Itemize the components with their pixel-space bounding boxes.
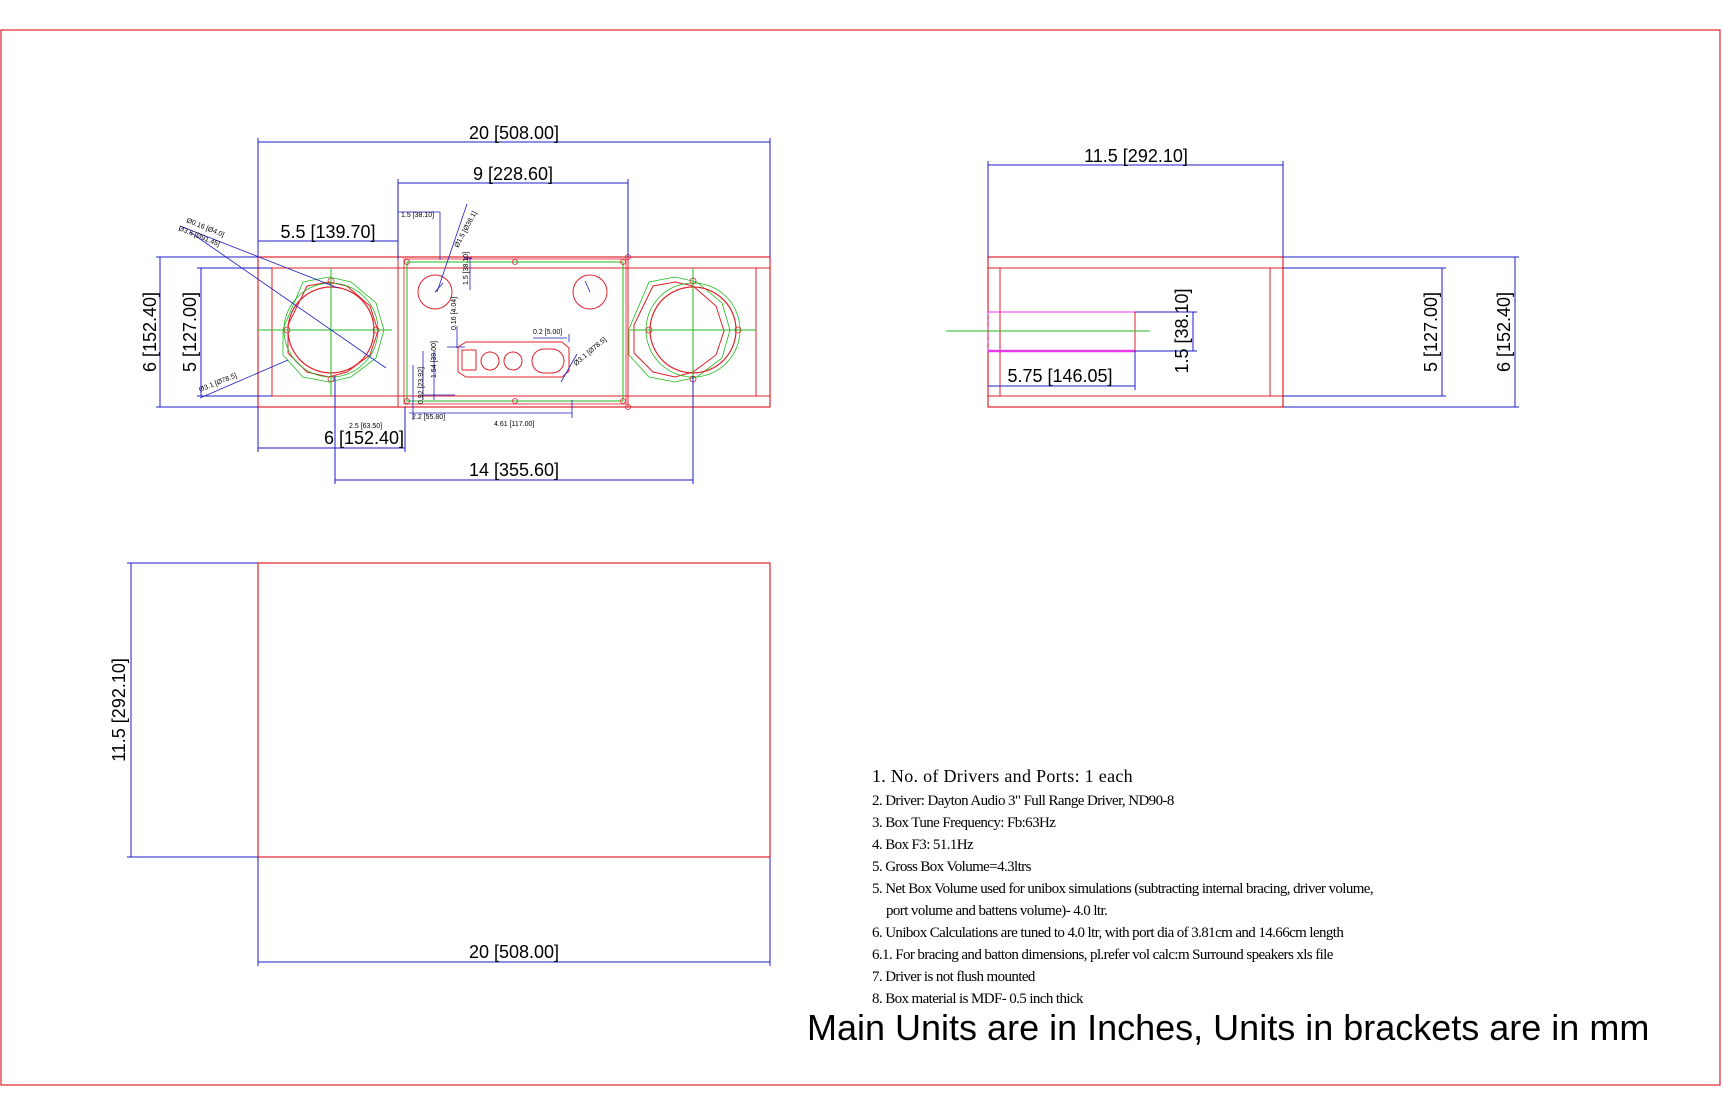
dim-front-9: 9 [228.60]: [473, 164, 553, 184]
terminal-plate: [457, 341, 570, 378]
note-3: 3. Box Tune Frequency: Fb:63Hz: [872, 815, 1056, 831]
dim-15b: 1.5 [38.10]: [463, 252, 470, 285]
note-5b: 5. Net Box Volume used for unibox simula…: [872, 881, 1373, 897]
note-5c: port volume and battens volume)- 4.0 ltr…: [886, 903, 1107, 919]
dim-016b: 0.16 [4.04]: [451, 297, 458, 330]
dim-154: 1.54 [39.00]: [431, 341, 438, 378]
dim-front-inner-height: 5 [127.00]: [180, 292, 200, 372]
note-7: 7. Driver is not flush mounted: [872, 969, 1036, 985]
notes-block: 1. No. of Drivers and Ports: 1 each 2. D…: [807, 766, 1649, 1048]
drawing-border: [0, 29, 1721, 1086]
note-5: 5. Gross Box Volume=4.3ltrs: [872, 859, 1032, 875]
top-view: 11.5 [292.10] 20 [508.00]: [109, 562, 771, 966]
note-8: 8. Box material is MDF- 0.5 inch thick: [872, 991, 1084, 1007]
dim-25: 2.5 [63.50]: [349, 423, 382, 430]
note-6: 6. Unibox Calculations are tuned to 4.0 …: [872, 925, 1344, 941]
dim-front-height: 6 [152.40]: [140, 292, 160, 372]
dim-diam-port: Ø1.5 [Ø38.1]: [454, 210, 479, 249]
top-outer-box: [257, 562, 771, 858]
dim-side-height: 6 [152.40]: [1494, 292, 1514, 372]
dim-side-port-dia: 1.5 [38.10]: [1172, 288, 1192, 373]
dim-092: 0.92 [23.92]: [418, 367, 425, 404]
front-outer-box: [257, 256, 771, 408]
dim-side-depth: 11.5 [292.10]: [1084, 146, 1188, 166]
side-outer-box: [987, 256, 1284, 408]
dim-top-width: 20 [508.00]: [469, 942, 559, 962]
dim-15a: 1.5 [38.10]: [401, 212, 434, 219]
note-4: 4. Box F3: 51.1Hz: [872, 837, 974, 853]
dim-02: 0.2 [5.00]: [533, 329, 562, 336]
dim-front-width: 20 [508.00]: [469, 123, 559, 143]
units-note: Main Units are in Inches, Units in brack…: [807, 1007, 1649, 1048]
dim-hole: Ø3.1 [Ø78.5]: [573, 336, 608, 367]
note-1: 1. No. of Drivers and Ports: 1 each: [872, 766, 1133, 786]
left-driver: [258, 268, 392, 396]
port-panel-outline: [406, 261, 624, 402]
dim-top-depth: 11.5 [292.10]: [109, 658, 129, 762]
note-61: 6.1. For bracing and batton dimensions, …: [872, 947, 1334, 963]
dim-side-inner-height: 5 [127.00]: [1421, 292, 1441, 372]
dim-front-55: 5.5 [139.70]: [280, 222, 375, 242]
dim-461: 4.61 [117.00]: [494, 421, 534, 428]
dim-side-port-length: 5.75 [146.05]: [1007, 366, 1112, 386]
front-view: Ø0.16 [Ø4.0] Ø3.6 [Ø91.45] Ø3.1 [Ø78.5] …: [140, 123, 771, 484]
port-hole-right: [572, 274, 608, 310]
side-view: 11.5 [292.10] 1.5 [38.10] 5.75 [146.05] …: [946, 146, 1519, 408]
port-hole-left: [417, 274, 453, 310]
dim-front-offset: 6 [152.40]: [324, 428, 404, 448]
dim-22: 2.2 [55.80]: [412, 414, 445, 421]
note-2: 2. Driver: Dayton Audio 3" Full Range Dr…: [872, 793, 1174, 809]
dim-front-spacing: 14 [355.60]: [469, 460, 559, 480]
